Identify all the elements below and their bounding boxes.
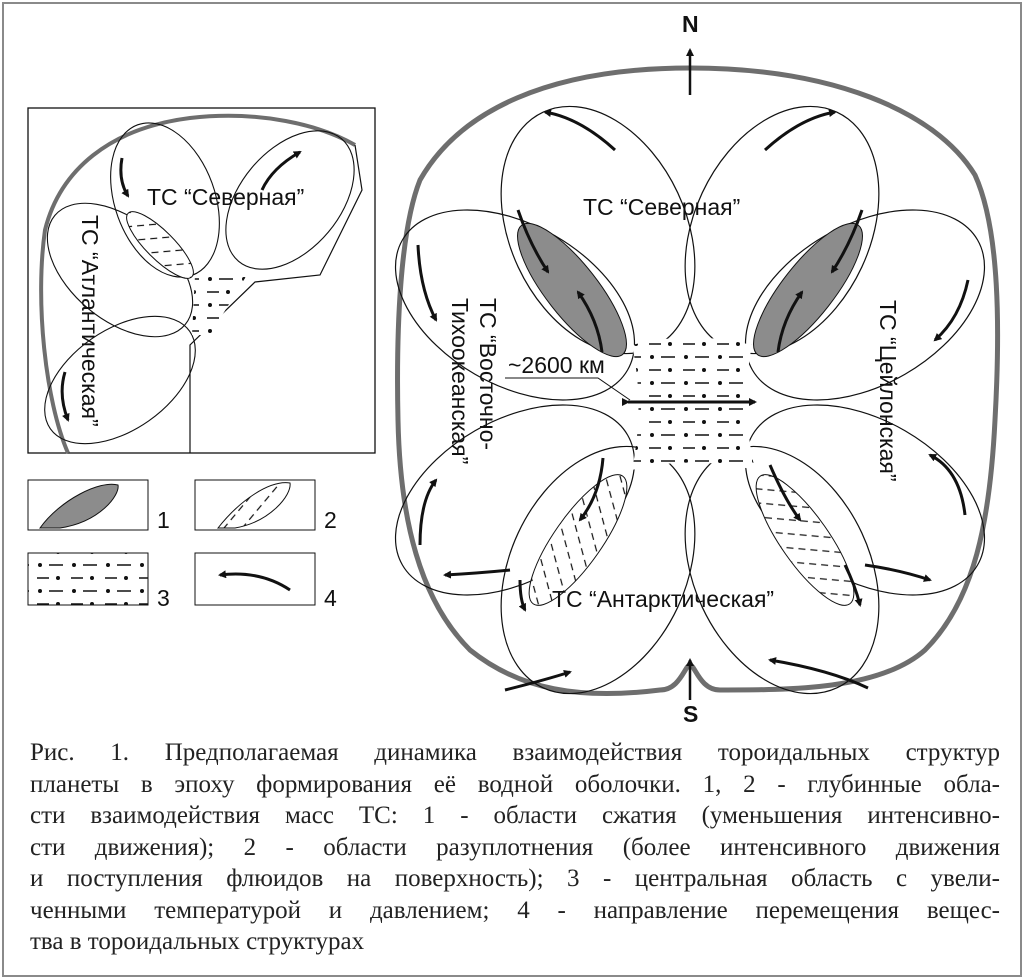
arrow-icon: [260, 150, 302, 191]
arrow-icon: [578, 457, 605, 522]
figure-caption: Рис. 1. Предполагаемая динамика взаимоде…: [30, 737, 1000, 958]
movement-arrows: [416, 109, 970, 692]
inset-central-zone: [192, 270, 250, 335]
north-label: N: [682, 11, 699, 37]
legend: 1 2 3 4: [27, 479, 337, 611]
arrow-icon: [830, 209, 864, 274]
arrow-icon: [933, 279, 970, 342]
south-label: S: [683, 701, 698, 727]
arrow-icon: [443, 568, 511, 579]
label-antarctic-structure: ТС “Антарктическая”: [552, 586, 774, 612]
arrow-icon: [516, 209, 550, 274]
label-ceylon-structure: ТС “Цейлонская”: [875, 300, 901, 482]
distance-label: ~2600 км: [508, 352, 605, 378]
legend-label-4: 4: [324, 585, 337, 611]
inset-planet-outline: [39, 113, 356, 454]
main-diagram: ~2600 км N S ТС “Северная”: [394, 11, 1001, 727]
arrow-icon: [119, 157, 130, 198]
arrow-icon: [864, 563, 932, 582]
inset-decompaction-zone: [126, 211, 194, 279]
arrow-icon: [543, 109, 617, 152]
inset-frame: [27, 107, 376, 454]
label-north-structure: ТС “Северная”: [583, 194, 740, 220]
legend-compression-swatch: [39, 483, 119, 529]
caption-line: планеты в эпоху формирования её водной о…: [30, 770, 1000, 798]
legend-box-2: [194, 479, 316, 531]
legend-movement-arrow-icon: [218, 570, 291, 592]
central-zone: [632, 337, 755, 470]
caption-line: и поступления флюидов на поверхность); 3…: [30, 865, 1000, 892]
inset-label-north: ТС “Северная”: [147, 184, 304, 210]
lobe-east-upper: [744, 209, 986, 401]
legend-label-2: 2: [324, 507, 337, 533]
inset-lobe-north-right: [225, 130, 355, 270]
arrow-icon: [763, 109, 837, 152]
label-east-pacific-structure: ТС “Восточно- Тихоокеанская”: [447, 298, 501, 464]
compression-zone-right: [753, 222, 863, 358]
arrow-icon: [776, 290, 804, 353]
label-east-pacific-line1: ТС “Восточно-: [475, 298, 501, 450]
arrow-icon: [418, 478, 438, 546]
inset-boundary: [189, 144, 363, 453]
legend-box-3: [27, 552, 149, 606]
decompaction-zone-right: [755, 474, 855, 606]
arrow-icon: [518, 579, 527, 612]
arrow-icon: [768, 657, 869, 690]
legend-box-1: [27, 479, 149, 531]
caption-line: тва в тороидальных структурах: [30, 928, 365, 955]
inset-lobe-atlantic-lower: [44, 315, 196, 445]
distance-leader: [505, 377, 631, 401]
arrow-icon: [928, 453, 967, 516]
arrow-icon: [843, 564, 863, 607]
compression-zone-left: [517, 222, 627, 358]
arrow-icon: [504, 670, 572, 692]
arrow-icon: [60, 371, 70, 422]
arrow-icon: [768, 464, 802, 522]
caption-line: Рис. 1. Предполагаемая динамика взаимоде…: [30, 739, 1000, 766]
legend-label-3: 3: [157, 585, 170, 611]
caption-line: сти взаимодействия масс ТС: 1 - области …: [30, 802, 1000, 829]
legend-decompaction-swatch: [216, 482, 291, 529]
legend-label-1: 1: [157, 507, 170, 533]
caption-line: ченными температурой и давлением; 4 - на…: [30, 896, 1000, 924]
inset-diagram: ТС “Северная” ТС “Атлантическая”: [27, 107, 376, 454]
caption-line: сти движения); 2 - области разуплотнения…: [30, 833, 1000, 861]
arrow-icon: [576, 290, 604, 353]
legend-box-4: [194, 552, 316, 606]
decompaction-zone-left: [528, 474, 628, 606]
arrow-icon: [416, 244, 438, 322]
inset-label-atlantic: ТС “Атлантическая”: [77, 215, 103, 427]
label-east-pacific-line2: Тихоокеанская”: [447, 298, 473, 464]
